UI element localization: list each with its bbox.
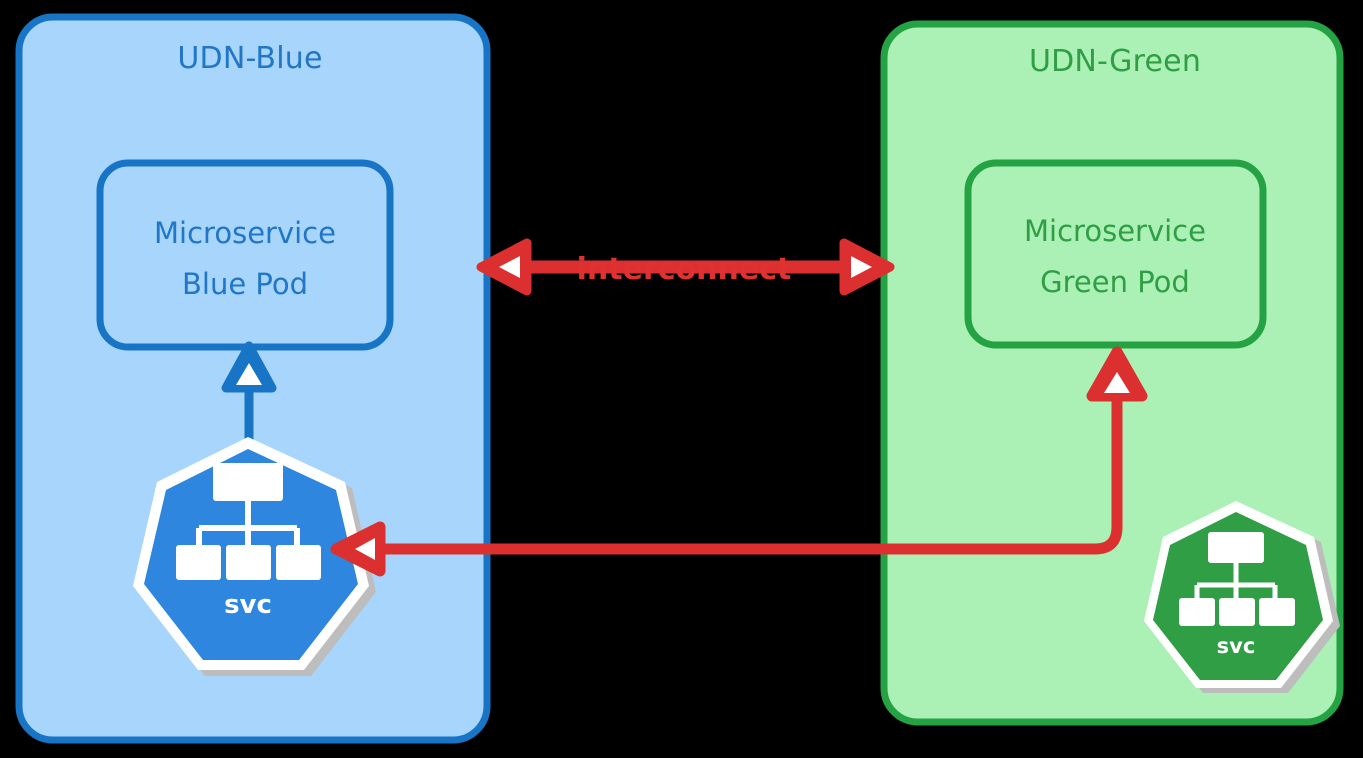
blue-pod-label-line1: Microservice	[154, 216, 336, 250]
udn-green-title: UDN-Green	[1029, 44, 1201, 79]
green-svc-label: svc	[1217, 634, 1256, 658]
interconnect-arrow: interconnect	[476, 238, 895, 296]
blue-svc-icon[interactable]: svc	[133, 437, 376, 676]
red-arrow-head-left-inner	[355, 538, 375, 560]
red-arrow-head-up-inner	[1104, 372, 1130, 393]
blue-svc-hierarchy-glyph	[176, 463, 321, 580]
interconnect-head-right-inner	[851, 256, 872, 278]
udn-blue-title: UDN-Blue	[177, 41, 322, 76]
green-to-blue-svc-arrow	[330, 346, 1148, 577]
green-svc-icon[interactable]: svc	[1144, 501, 1340, 693]
blue-pod-label-line2: Blue Pod	[182, 267, 308, 301]
green-pod-box[interactable]: Microservice Green Pod	[964, 159, 1267, 349]
interconnect-head-left-inner	[499, 256, 520, 278]
blue-pod-rect[interactable]	[96, 159, 394, 351]
red-elbow-shaft	[354, 394, 1123, 555]
green-svc-hierarchy-glyph	[1179, 532, 1295, 626]
green-pod-label-line2: Green Pod	[1040, 265, 1190, 299]
blue-arrow-head-inner	[236, 363, 262, 385]
green-pod-label-line1: Microservice	[1024, 214, 1206, 248]
blue-pod-box[interactable]: Microservice Blue Pod	[96, 159, 394, 351]
green-pod-rect[interactable]	[964, 159, 1267, 349]
blue-svc-label: svc	[224, 590, 272, 620]
interconnect-label: interconnect	[577, 252, 792, 287]
